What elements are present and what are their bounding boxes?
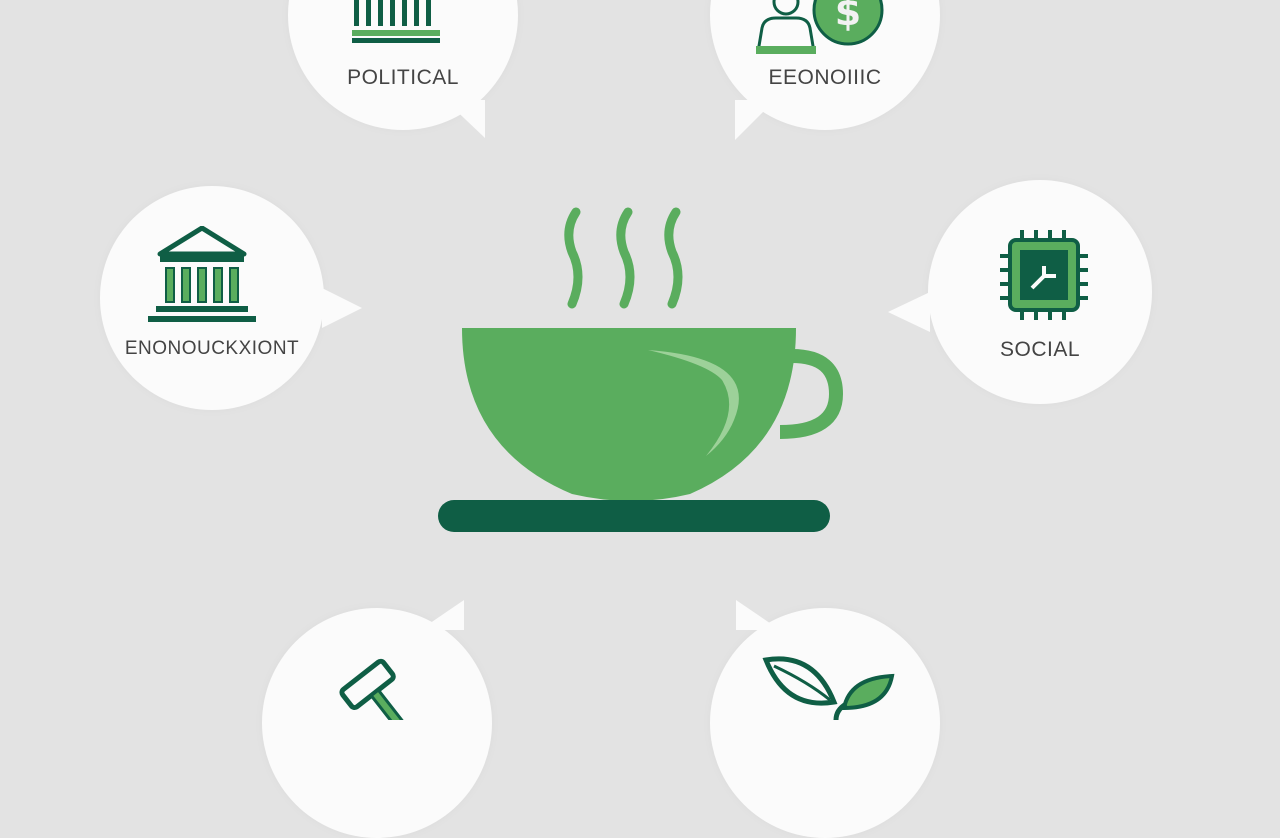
bubble-tail (888, 292, 930, 332)
cup-body (462, 328, 796, 501)
steaming-cup-icon (438, 207, 844, 532)
label-political: POLITICAL (347, 66, 459, 89)
bubble-tail (445, 100, 485, 138)
cup-handle (779, 349, 844, 439)
label-social: SOCIAL (999, 338, 1081, 361)
person-dollar-icon: $ (756, 0, 884, 54)
chip-icon (1000, 230, 1088, 320)
government-building-icon (148, 226, 256, 322)
bubble-tail (420, 600, 464, 630)
gavel-icon (339, 658, 412, 720)
steam (564, 207, 683, 309)
bubble-tail (322, 288, 362, 328)
label-economic: EEONOIIIC (768, 66, 882, 89)
bubble-tail (736, 600, 780, 630)
bubble-social: SOCIAL (928, 180, 1152, 404)
leaf-icon (762, 656, 895, 720)
label-left: ENONOUCKXIONT (124, 338, 300, 359)
svg-text:$: $ (835, 0, 861, 34)
bubble-left: ENONOUCKXIONT (100, 186, 324, 410)
barcode-icon (352, 0, 440, 43)
bubble-tail (735, 100, 775, 140)
saucer (438, 500, 830, 532)
